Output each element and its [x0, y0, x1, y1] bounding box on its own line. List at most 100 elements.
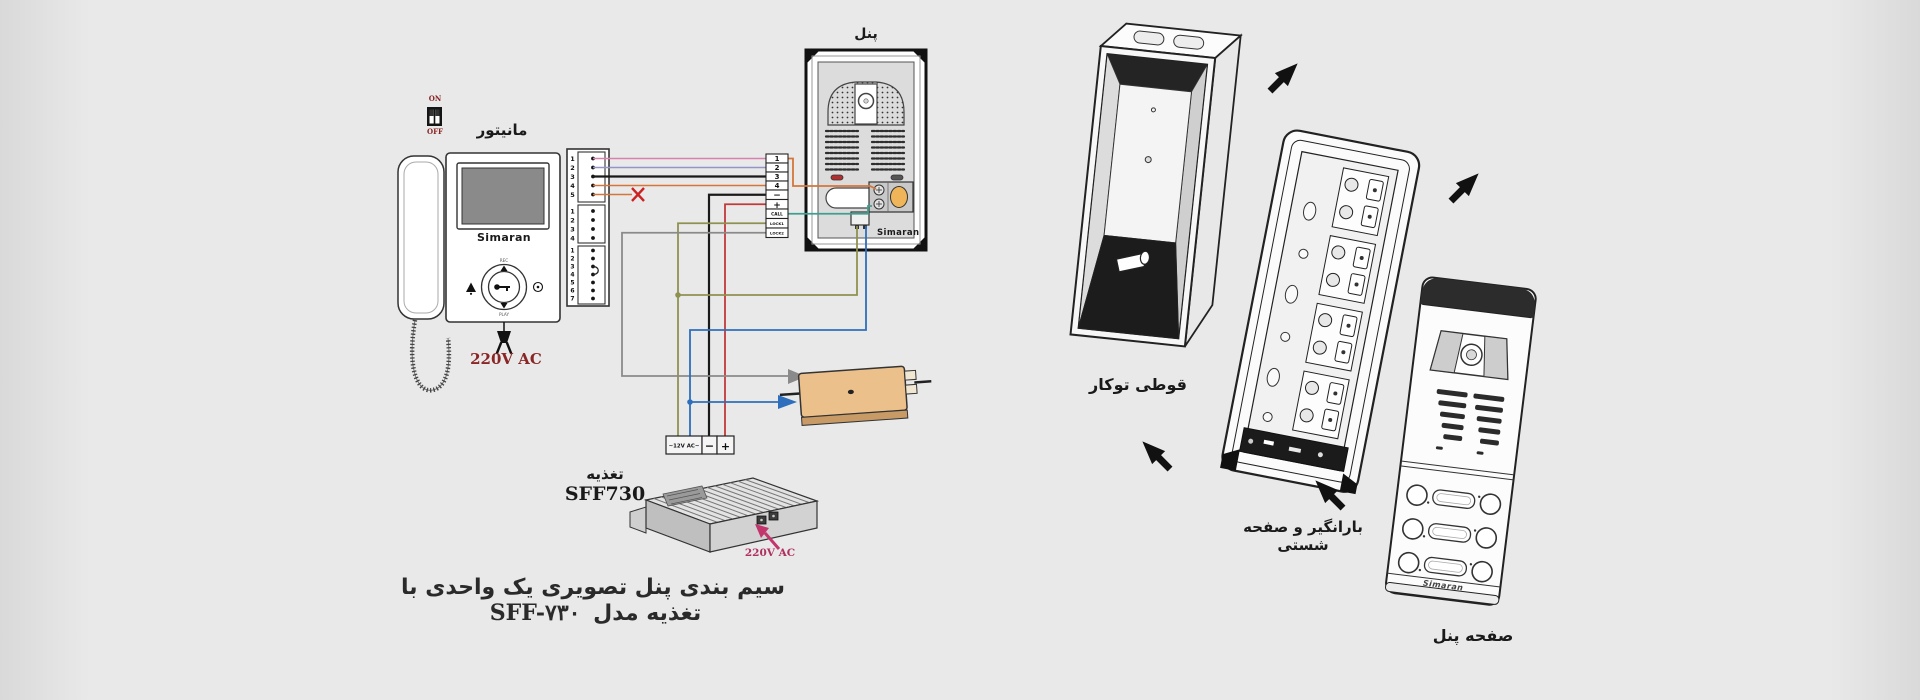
junction-label: LOCK1 — [770, 221, 784, 226]
monitor-label: مانیتور — [476, 121, 528, 139]
psu-terminal-label: − — [705, 440, 714, 453]
junction-label: 2 — [775, 164, 780, 172]
button-module — [1305, 302, 1363, 372]
terminal-label: 2 — [570, 164, 575, 172]
wires — [593, 157, 877, 436]
psu-terminal-label: + — [721, 440, 730, 453]
caption-text: سیم بندی پنل تصویری یک واحدی با تغذیه مد… — [401, 575, 785, 626]
monitor-screen — [456, 162, 550, 230]
button-module — [1292, 370, 1350, 440]
speaker-grille — [1435, 389, 1505, 455]
monitor-power-label: 220V AC — [470, 350, 542, 368]
monitor-handset — [397, 155, 445, 320]
dip-switch — [427, 107, 442, 126]
monitor-brand: Simaran — [476, 231, 532, 244]
bell-icon — [466, 282, 476, 295]
psu-terminal-label: ~12V AC~ — [669, 444, 700, 450]
panel-call-button — [890, 186, 908, 208]
not-connected-x-icon — [631, 187, 645, 202]
camera-window — [1429, 330, 1509, 381]
panel-top-cap — [1420, 278, 1535, 319]
psu-fins — [653, 479, 810, 523]
blue-arrowhead-icon — [778, 395, 797, 409]
switch-off-label: OFF — [426, 127, 444, 136]
psu-label-plate — [662, 485, 708, 507]
electric-lock — [779, 365, 932, 426]
terminal-jumper — [592, 265, 599, 276]
caption-model: SFF-۷۳۰ — [489, 600, 581, 626]
bottom-bracket — [1238, 427, 1349, 473]
psu-terminal-strip: ~12V AC~ − + — [665, 435, 735, 455]
dial-rec-label: REC — [500, 258, 509, 263]
panel-speaker-rows — [824, 129, 906, 171]
panel-terminal-block — [868, 181, 914, 213]
flush-box-label: قوطی توکار — [1089, 375, 1187, 394]
door-panel — [804, 48, 928, 252]
wire-lock1 — [677, 222, 766, 436]
front-panel-label: صفحه پنل — [1432, 626, 1514, 645]
assembly-arrow-icon — [1142, 441, 1173, 472]
call-buttons — [1397, 484, 1502, 583]
button-module — [1331, 167, 1390, 237]
panel-led-red — [830, 174, 844, 181]
junction-label: CALL — [771, 211, 783, 216]
rain-shield-label: بارانگیر و صفحه شستی — [1243, 518, 1363, 554]
terminal-label: 3 — [570, 225, 575, 233]
monitor-terminal-block: 1 2 3 4 5 1 2 3 4 1 2 3 4 5 6 7 — [566, 148, 610, 307]
wire-panel-blue — [689, 226, 867, 436]
front-panel: Simaran — [1384, 276, 1537, 606]
junction-label: 1 — [775, 155, 780, 163]
terminal-label: 4 — [570, 234, 575, 242]
panel-label: پنل — [854, 26, 878, 42]
terminal-label: 2 — [570, 216, 575, 224]
junction-label: LOCK2 — [770, 230, 784, 235]
terminal-label: 6 — [570, 288, 574, 295]
junction-label: + — [773, 201, 781, 211]
wire-lock2 — [621, 231, 788, 377]
terminal-label: 4 — [570, 182, 575, 190]
terminal-label: 5 — [570, 280, 574, 287]
assembly-arrow-icon — [1315, 480, 1346, 511]
assembly-arrow-icon — [1267, 63, 1298, 94]
junction-label: − — [773, 191, 781, 201]
terminal-label: 1 — [570, 248, 574, 255]
terminal-label: 1 — [570, 155, 575, 163]
wire-panel-olive — [678, 226, 858, 296]
wire-panel-orange — [788, 157, 877, 190]
key-icon — [494, 284, 510, 291]
terminal-label: 3 — [570, 264, 574, 271]
dial-up-arrow-icon — [500, 265, 508, 271]
panel-brand: Simaran — [877, 228, 920, 238]
wire-minus — [707, 193, 766, 436]
assembly-arrow-icon — [1448, 173, 1479, 204]
psu-label: تغذیه SFF730 — [546, 465, 664, 505]
psu-label-fa: تغذیه — [586, 465, 624, 483]
rain-shield-frame — [1220, 129, 1421, 495]
psu-power-label: 220V AC — [744, 547, 796, 559]
knockout-hole — [1173, 34, 1205, 50]
junction-label: 4 — [775, 182, 780, 190]
psu-power-arrow-icon — [755, 524, 781, 550]
terminal-label: 4 — [570, 272, 574, 279]
button-module — [1318, 235, 1377, 304]
terminal-label: 5 — [570, 191, 575, 199]
settings-icon — [532, 281, 544, 293]
dial-play-label: PLAY — [499, 312, 509, 317]
terminal-label: 3 — [570, 173, 575, 181]
monitor-dial: REC PLAY — [466, 258, 544, 317]
lock2-arrowhead-icon — [788, 369, 806, 384]
flush-box — [1069, 22, 1243, 348]
knockout-hole — [1133, 30, 1165, 46]
monitor-unit: REC PLAY — [397, 107, 561, 393]
dial-down-arrow-icon — [500, 303, 508, 309]
wire-plus — [724, 203, 766, 436]
caption: سیم بندی پنل تصویری یک واحدی با تغذیه مد… — [388, 575, 798, 626]
psu-input-terminals — [756, 511, 779, 525]
psu-label-model: SFF730 — [564, 483, 646, 505]
junction-label: 3 — [775, 173, 780, 181]
panel-led-dark — [890, 174, 904, 181]
wire-call — [788, 205, 872, 215]
switch-on-label: ON — [428, 94, 442, 103]
